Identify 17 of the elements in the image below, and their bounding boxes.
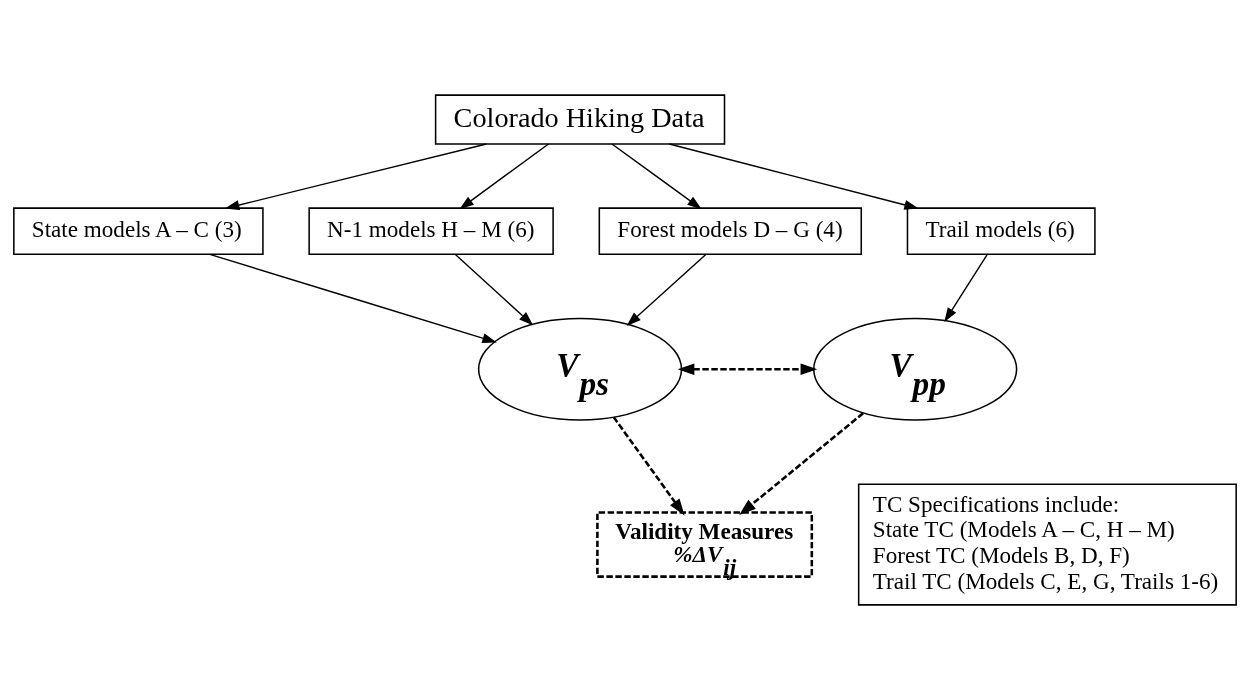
node-box: Trail models (6): [906, 207, 1096, 256]
arrow: [611, 143, 702, 210]
arrow: [668, 143, 919, 210]
arrow: [454, 253, 534, 326]
node-box: TC Specifications include: State TC (Models A – C, H – M) Forest TC (Models B, D, F) Trail TC (Models C, E, G, Trails 1-6): [857, 483, 1237, 606]
node-box: N-1 models H – M (6): [308, 207, 554, 256]
arrow: [612, 416, 685, 516]
arrow: [944, 254, 988, 323]
node-box: Forest models D – G (4): [598, 207, 862, 256]
arrow: [626, 253, 707, 326]
arrow: [459, 143, 550, 210]
arrow: [677, 363, 818, 376]
arrow: [209, 253, 497, 344]
node-box: Colorado Hiking Data: [434, 94, 726, 145]
node-box: State models A – C (3): [13, 207, 264, 256]
arrow: [739, 412, 864, 515]
arrow: [224, 143, 488, 210]
